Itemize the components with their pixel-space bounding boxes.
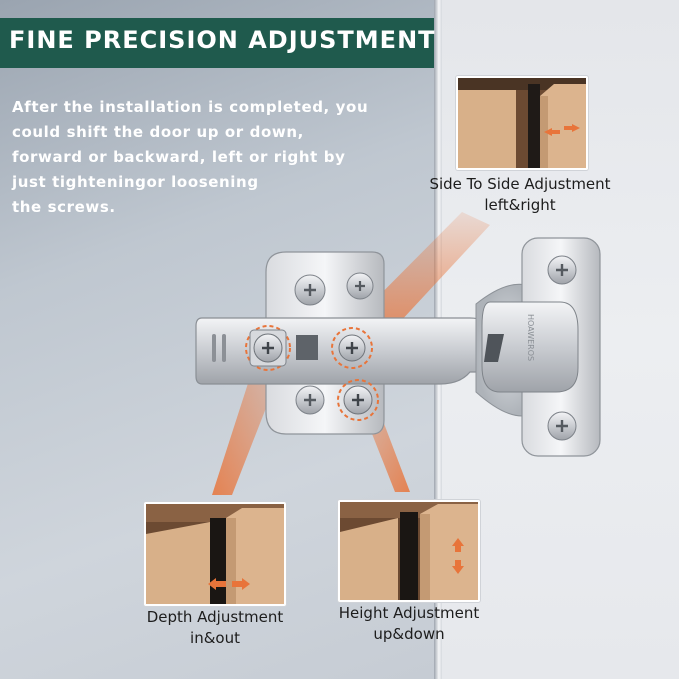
arm-slot-opening xyxy=(296,335,318,360)
hinge-boss xyxy=(481,301,579,393)
side-adjust-label: Side To Side Adjustment left&right xyxy=(408,174,632,216)
depth-screw-highlight xyxy=(245,325,291,371)
cup-screw xyxy=(547,255,577,285)
height-adjust-subtitle: up&down xyxy=(373,625,445,643)
description-line: the screws. xyxy=(12,198,116,216)
depth-adjust-label: Depth Adjustment in&out xyxy=(130,607,300,649)
depth-adjust-screw xyxy=(249,329,287,367)
brand-engraving: HOAWEROS xyxy=(526,314,535,361)
arm-slot xyxy=(222,334,226,362)
height-adjust-title: Height Adjustment xyxy=(338,604,480,622)
side-adjust-title: Side To Side Adjustment xyxy=(429,175,611,193)
side-screw-highlight xyxy=(331,327,373,369)
arm-slots xyxy=(212,334,216,362)
height-screw-highlight xyxy=(337,379,379,421)
description-line: forward or backward, left or right by xyxy=(12,148,346,166)
hinge-boss-cut xyxy=(484,334,504,362)
description-line: could shift the door up or down, xyxy=(12,123,304,141)
depth-adjust-inset xyxy=(144,502,286,606)
plate-screw xyxy=(294,274,326,306)
depth-adjust-title: Depth Adjustment xyxy=(146,608,284,626)
description-line: After the installation is completed, you xyxy=(12,98,369,116)
page-title: FINE PRECISION ADJUSTMENT xyxy=(9,26,436,54)
plate-screw xyxy=(346,272,374,300)
title-banner xyxy=(0,18,434,68)
description-line: just tighteningor loosening xyxy=(12,173,259,191)
plate-screw xyxy=(295,385,325,415)
depth-adjust-subtitle: in&out xyxy=(190,629,240,647)
height-adjust-screw xyxy=(343,385,373,415)
description-text: After the installation is completed, you… xyxy=(12,95,372,220)
side-adjust-inset xyxy=(456,76,588,170)
side-adjust-screw xyxy=(338,334,366,362)
height-adjust-label: Height Adjustment up&down xyxy=(318,603,500,645)
side-adjust-subtitle: left&right xyxy=(484,196,556,214)
height-adjust-inset xyxy=(338,500,480,602)
cup-screw xyxy=(547,411,577,441)
